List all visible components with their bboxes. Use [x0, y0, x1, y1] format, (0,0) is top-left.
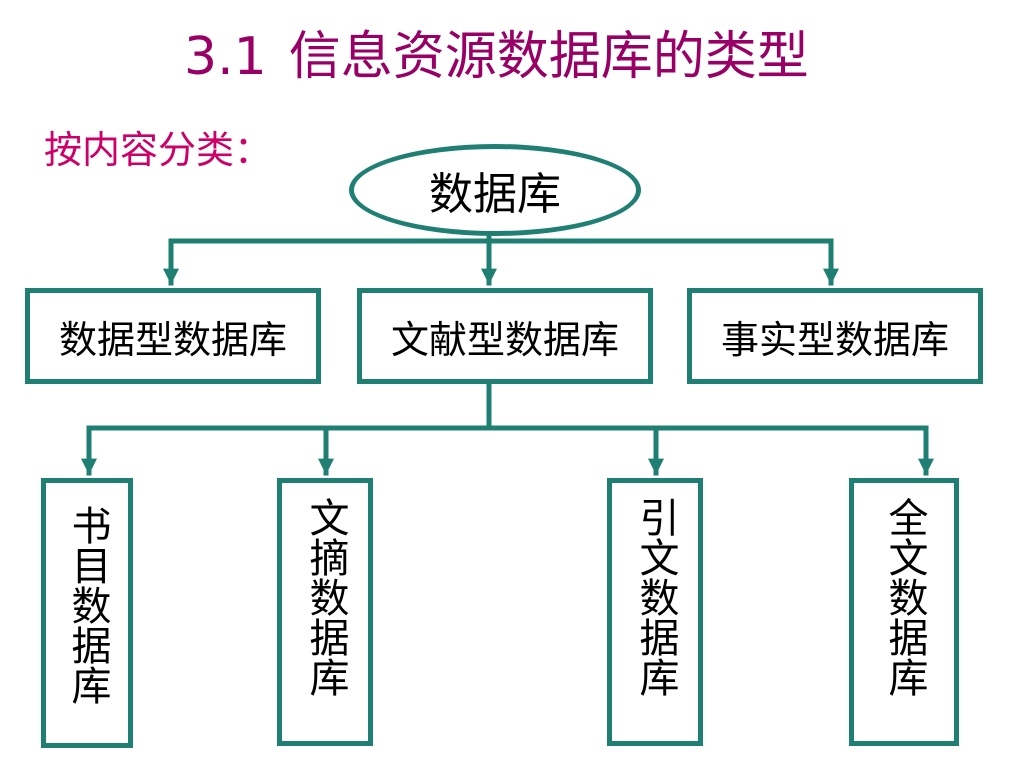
citation-db-label: 引文数据库 — [632, 497, 679, 697]
fulltext-db-node: 全文数据库 — [849, 478, 959, 746]
classification-label: 按内容分类： — [44, 128, 273, 172]
section-number: 3.1 — [184, 27, 267, 87]
bibliographic-db-node: 书目数据库 — [41, 478, 133, 748]
bibliographic-db-label: 书目数据库 — [64, 505, 111, 705]
abstract-db-node: 文摘数据库 — [277, 478, 373, 746]
citation-db-node: 引文数据库 — [607, 478, 703, 746]
abstract-db-label: 文摘数据库 — [302, 497, 349, 697]
document-type-db-node: 文献型数据库 — [357, 288, 653, 384]
fulltext-db-label: 全文数据库 — [881, 497, 928, 697]
data-type-db-node: 数据型数据库 — [25, 288, 321, 384]
fact-type-db-node: 事实型数据库 — [687, 288, 983, 384]
slide-title: 3.1 信息资源数据库的类型 — [184, 22, 984, 92]
title-text: 信息资源数据库的类型 — [288, 27, 809, 87]
database-root-node: 数据库 — [349, 144, 641, 236]
